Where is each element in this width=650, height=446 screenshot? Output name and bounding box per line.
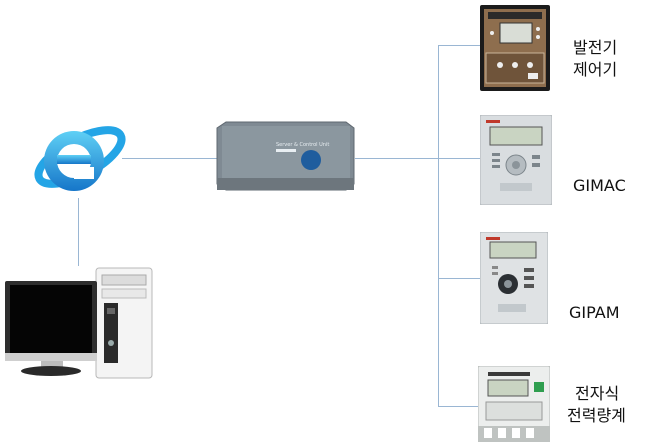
electronic-power-meter-device <box>477 365 551 443</box>
gipam-device <box>479 231 549 325</box>
branch-gimac <box>438 158 480 159</box>
power-meter-label-line2: 전력량계 <box>567 406 626 425</box>
power-meter-label-line1: 전자식 <box>575 384 620 403</box>
generator-controller-label-line1: 발전기 <box>573 38 618 57</box>
server-control-unit: Server & Control Unit <box>214 118 356 194</box>
generator-controller-label-line2: 제어기 <box>573 60 618 79</box>
gimac-device <box>479 114 553 206</box>
line-browser-to-pc <box>78 198 79 266</box>
branch-power-meter <box>438 406 480 407</box>
gipam-label: GIPAM <box>569 303 620 322</box>
gateway-title-text: Server & Control Unit <box>276 142 329 148</box>
branch-gipam <box>438 278 480 279</box>
branch-generator-controller <box>438 45 480 46</box>
device-bus-vertical <box>438 45 439 406</box>
web-browser-icon <box>30 115 128 201</box>
desktop-pc-icon <box>3 263 155 381</box>
gimac-label: GIMAC <box>573 176 626 195</box>
line-gateway-to-bus <box>355 158 438 159</box>
generator-controller-device <box>480 5 550 91</box>
line-browser-to-gateway <box>122 158 217 159</box>
